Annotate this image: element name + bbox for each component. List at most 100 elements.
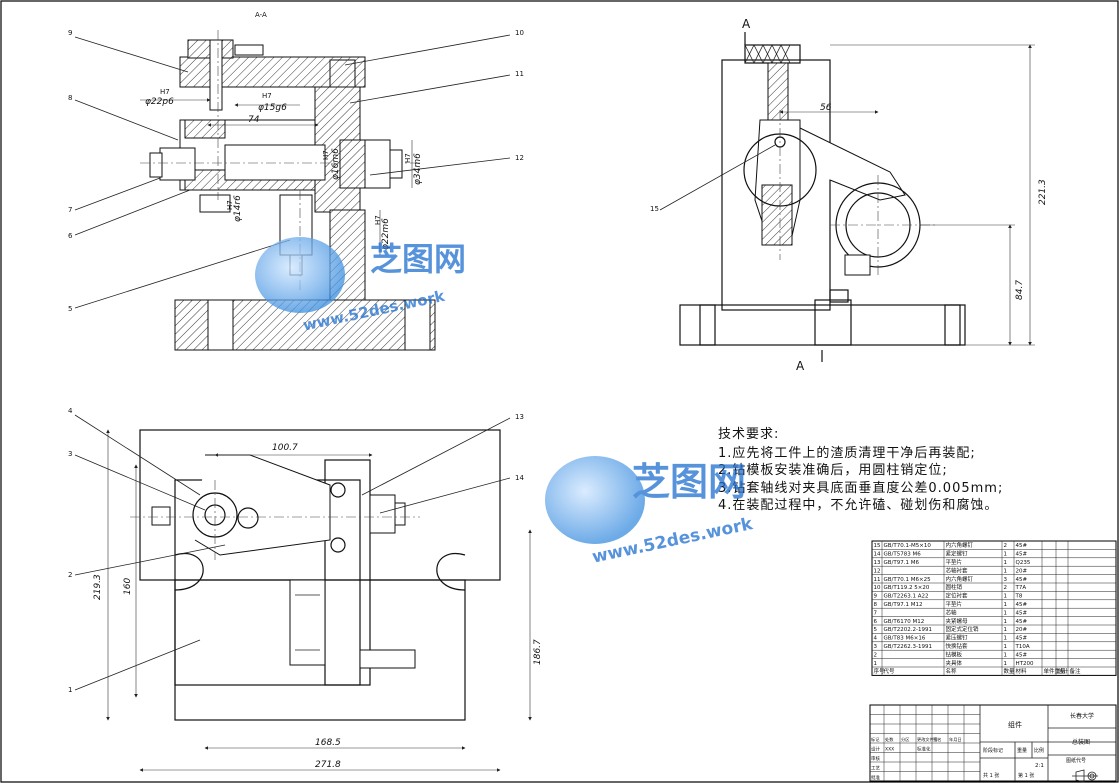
bom-cell: 7 (874, 610, 878, 616)
watermark-brand-2: 芝图网 (632, 460, 746, 504)
balloon-9: 9 (68, 29, 72, 37)
tb-drawing: 总装图 (1072, 738, 1090, 746)
bom-cell: 内六角螺钉 (946, 575, 974, 583)
dim-p1: 100.7 (272, 443, 298, 453)
bom-cell: 2 (874, 652, 878, 658)
bom-cell: 2 (1004, 543, 1008, 549)
section-mark-top: A (742, 17, 751, 31)
balloon-3: 3 (68, 450, 72, 458)
bom-header-cell: 名称 (946, 667, 958, 675)
bom-cell: 1 (874, 661, 878, 667)
bom-cell: Q235 (1016, 560, 1031, 566)
dim-p5: 168.5 (315, 738, 341, 748)
bom-cell: 内六角螺钉 (946, 541, 974, 549)
bom-cell: 3 (874, 644, 878, 650)
bom-cell: 8 (874, 602, 878, 608)
balloon-2: 2 (68, 571, 72, 579)
bom-cell: 45# (1016, 636, 1028, 642)
balloon-14: 14 (515, 474, 524, 482)
bom-cell: 45# (1016, 577, 1028, 583)
bom-cell: 11 (874, 577, 881, 583)
dim-d5: φ16m6 (331, 148, 341, 180)
tb-revision-header: 更改文件号 (917, 736, 938, 743)
bom-cell: GB/T70.1 M6×25 (884, 577, 932, 583)
bom-cell: 平垫片 (946, 558, 963, 566)
tb-role: 审核 (871, 755, 880, 762)
balloon-6: 6 (68, 232, 73, 240)
tb-part: 组件 (1008, 720, 1022, 729)
bom-cell: 14 (874, 552, 881, 558)
tb-role: 批准 (871, 774, 880, 781)
bom-cell: 2 (1004, 585, 1008, 591)
tb-revision-header: 年月日 (949, 736, 962, 743)
bom-cell: GB/T5783 M6 (884, 552, 922, 558)
watermark-brand-1: 芝图网 (370, 240, 466, 278)
balloon-5: 5 (68, 305, 72, 313)
bom-cell: GB/T119.2 5×20 (884, 585, 930, 591)
section-mark-bottom: A (796, 359, 805, 373)
bom-cell: 4 (874, 636, 878, 642)
bom-cell: 45# (1016, 652, 1028, 658)
bom-cell: 1 (1004, 610, 1008, 616)
bom-cell: GB/T97.1 M12 (884, 602, 923, 608)
bom-cell: 45# (1016, 552, 1028, 558)
section-title: A-A (255, 11, 267, 19)
tb-designer: XXX (885, 747, 894, 753)
bom-cell: GB/T70.1-M5×10 (884, 543, 932, 549)
bom-cell: HT200 (1016, 661, 1034, 667)
bom-cell: 1 (1004, 602, 1008, 608)
dim-d7-fit: H7 (374, 215, 382, 225)
dim-d1: φ22p6 (145, 97, 174, 107)
projection-symbol-icon (1072, 769, 1098, 783)
tech-line-4: 4.在装配过程中，不允许磕、碰划伤和腐蚀。 (718, 497, 998, 513)
bom-cell: 圆柱销 (946, 583, 963, 591)
bom-cell: 平垫片 (946, 600, 963, 608)
tech-line-3: 3.钻套轴线对夹具底面垂直度公差0.005mm; (718, 480, 1003, 496)
bom-header-cell: 代号 (884, 667, 896, 675)
bom-cell: 20# (1016, 627, 1028, 633)
bom-cell: 3 (1004, 577, 1008, 583)
dim-d4-fit: H7 (226, 200, 234, 210)
bom-cell: 45# (1016, 543, 1028, 549)
bom-cell: 1 (1004, 652, 1008, 658)
dim-d7: φ22m6 (381, 218, 391, 250)
balloon-4: 4 (68, 407, 73, 415)
balloon-8: 8 (68, 94, 72, 102)
bom-cell: GB/T2262.3-1991 (884, 644, 932, 650)
bom-header-cell: 序号 (874, 667, 886, 675)
bom-cell: 5 (874, 627, 878, 633)
technical-requirements: 技术要求: 1.应先将工件上的渣质清理干净后再装配; 2.钻模板安装准确后，用圆… (718, 427, 1003, 513)
bom-cell: 夹具体 (946, 659, 963, 667)
tech-title: 技术要求: (718, 427, 779, 442)
dim-p2: 219.3 (93, 574, 103, 600)
bom-cell: GB/T83 M6×16 (884, 636, 926, 642)
tb-role: 设计 (871, 746, 880, 753)
tb-sheet-total: 共 1 张 (983, 772, 999, 779)
balloon-1: 1 (68, 686, 72, 694)
bom-cell: 芯轴衬套 (946, 566, 969, 574)
bom-cell: 1 (1004, 560, 1008, 566)
bom-cell: 20# (1016, 568, 1028, 574)
bom-cell: 45# (1016, 602, 1028, 608)
bom-cell: 夹紧螺母 (946, 617, 969, 625)
balloon-13: 13 (515, 413, 524, 421)
bom-cell: GB/T97.1 M6 (884, 560, 920, 566)
balloon-15: 15 (650, 205, 659, 213)
bom-cell: 1 (1004, 568, 1008, 574)
bom-cell: T10A (1015, 644, 1030, 650)
bom-cell: 芯轴 (946, 608, 958, 616)
dim-d1-fit: H7 (160, 88, 170, 96)
dim-s1: 56 (820, 103, 832, 113)
bom-cell: 固定式定位销 (946, 625, 980, 633)
bom-cell: 1 (1004, 627, 1008, 633)
tb-scale: 2:1 (1035, 763, 1044, 769)
tb-school: 长春大学 (1070, 712, 1094, 720)
bom-cell: 钻模板 (946, 650, 963, 658)
dim-d2: φ15g6 (258, 103, 287, 113)
bom-cell: 10 (874, 585, 881, 591)
bom-cell: 定位衬套 (946, 592, 969, 600)
plan-view: 100.7 219.3 160 186.7 168.5 271.8 4 3 2 … (68, 407, 543, 772)
tech-line-1: 1.应先将工件上的渣质清理干净后再装配; (718, 445, 976, 461)
